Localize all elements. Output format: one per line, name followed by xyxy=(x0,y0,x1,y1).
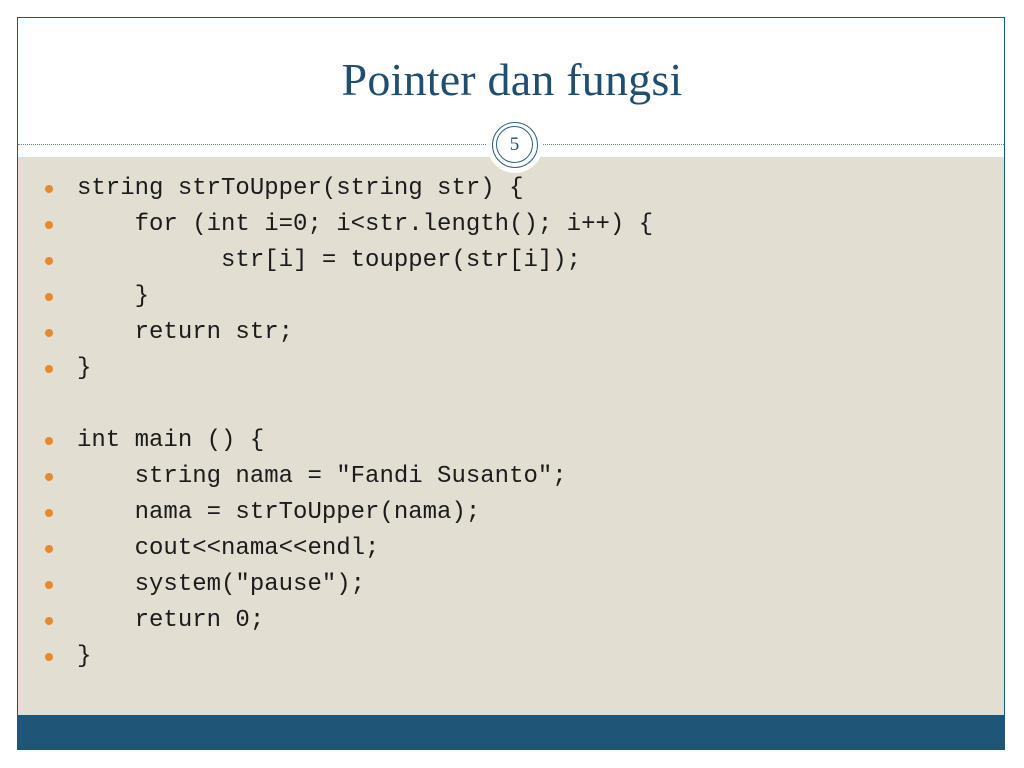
code-text: } xyxy=(77,355,92,382)
bullet-dot-icon xyxy=(45,365,53,373)
bullet-dot-icon xyxy=(45,545,53,553)
bullet-dot-icon xyxy=(45,329,53,337)
bullet-dot-icon xyxy=(45,257,53,265)
code-text: string strToUpper(string str) { xyxy=(77,175,524,202)
bullet-dot-icon xyxy=(45,581,53,589)
bullet-dot-icon xyxy=(45,293,53,301)
page-number: 5 xyxy=(496,126,533,163)
bullet-dot-icon xyxy=(45,509,53,517)
code-text: cout<<nama<<endl; xyxy=(77,535,380,562)
code-text: string nama = "Fandi Susanto"; xyxy=(77,463,567,490)
bullet-dot-icon xyxy=(45,185,53,193)
page-number-ring: 5 xyxy=(492,122,538,168)
bullet-dot-icon xyxy=(45,653,53,661)
footer-bar xyxy=(18,715,1004,749)
code-text: nama = strToUpper(nama); xyxy=(77,499,481,526)
bullet-dot-icon xyxy=(45,617,53,625)
page-number-badge: 5 xyxy=(487,117,543,173)
slide-title: Pointer dan fungsi xyxy=(341,54,683,105)
bullet-dot-icon xyxy=(45,437,53,445)
code-text: return str; xyxy=(77,319,294,346)
content-area xyxy=(18,157,1004,715)
code-text: for (int i=0; i<str.length(); i++) { xyxy=(77,211,654,238)
bullet-dot-icon xyxy=(45,473,53,481)
code-text: int main () { xyxy=(77,427,265,454)
code-text: } xyxy=(77,283,150,310)
code-text: str[i] = toupper(str[i]); xyxy=(77,247,582,274)
bullet-dot-icon xyxy=(45,221,53,229)
slide: Pointer dan fungsi 5 string strToUpper(s… xyxy=(17,17,1005,750)
code-text: return 0; xyxy=(77,607,265,634)
code-text: } xyxy=(77,643,92,670)
code-text: system("pause"); xyxy=(77,571,366,598)
